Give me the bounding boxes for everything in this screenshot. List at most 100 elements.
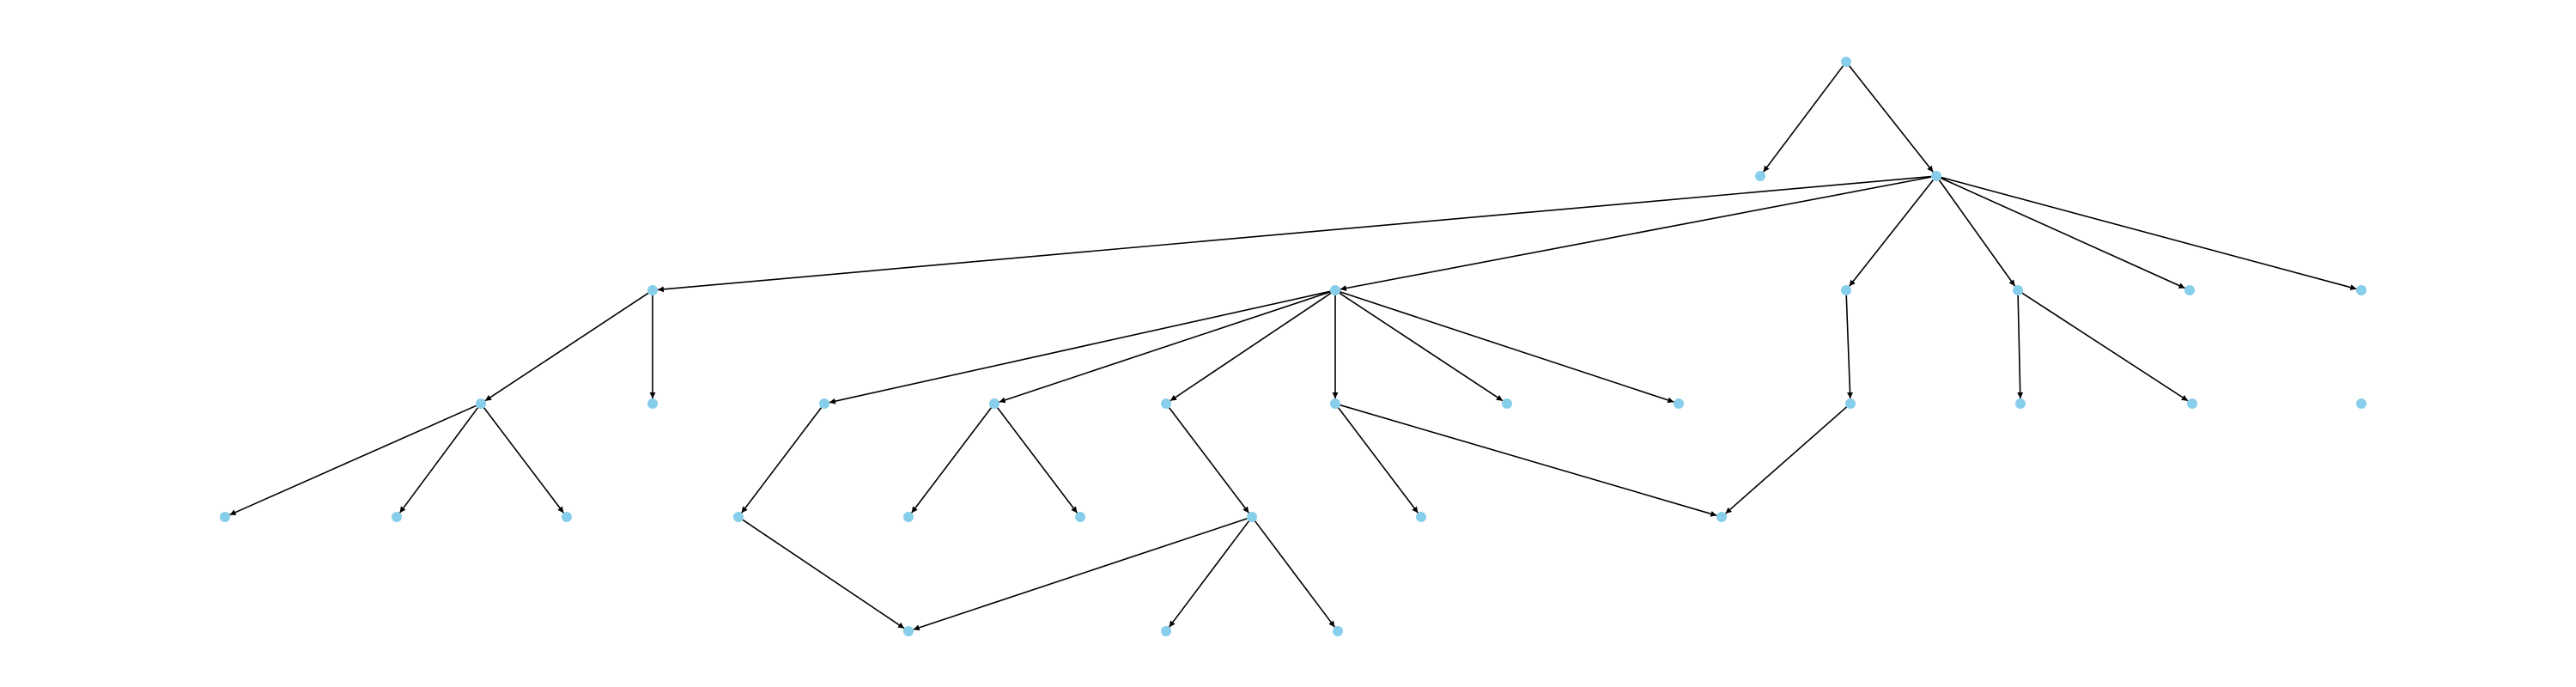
node-n32 — [1333, 626, 1343, 636]
node-n20 — [2356, 398, 2366, 409]
node-n1 — [1755, 171, 1765, 181]
edge-n6-to-n18 — [2017, 295, 2024, 399]
edge-n2-to-n3 — [657, 175, 1932, 293]
node-n5 — [1841, 285, 1851, 295]
edge-n27-to-n31 — [1168, 520, 1250, 628]
node-n6 — [2013, 285, 2023, 295]
edge-n14-to-n28 — [1337, 407, 1419, 514]
edges-layer — [229, 65, 2357, 631]
edge-n9-to-n23 — [483, 407, 565, 514]
node-n21 — [220, 512, 230, 522]
edge-n14-to-n29 — [1340, 404, 1717, 517]
node-n2 — [1931, 171, 1941, 181]
node-circle — [562, 512, 572, 522]
node-n18 — [2015, 398, 2026, 409]
node-n14 — [1330, 398, 1340, 409]
node-circle — [1330, 398, 1340, 409]
edge-n12-to-n25 — [910, 407, 993, 514]
node-n22 — [392, 512, 402, 522]
node-circle — [392, 512, 402, 522]
node-circle — [2187, 398, 2197, 409]
node-circle — [1845, 398, 1856, 409]
node-n27 — [1247, 512, 1257, 522]
node-circle — [2356, 398, 2366, 409]
edge-n6-to-n19 — [2021, 292, 2189, 402]
node-circle — [819, 398, 829, 409]
node-circle — [1247, 512, 1257, 522]
edge-n27-to-n30 — [913, 518, 1248, 631]
node-n4 — [1330, 285, 1340, 295]
edge-n4-to-n16 — [1340, 291, 1674, 404]
node-circle — [733, 512, 744, 522]
edge-n9-to-n22 — [398, 407, 479, 514]
edge-n2-to-n7 — [1941, 177, 2185, 289]
node-n8 — [2356, 285, 2366, 295]
edge-n4-to-n15 — [1339, 292, 1504, 402]
edge-root-to-n2 — [1849, 65, 1934, 173]
node-circle — [1416, 512, 1426, 522]
edge-n9-to-n21 — [229, 404, 477, 516]
node-circle — [220, 512, 230, 522]
edge-n2-to-n5 — [1849, 179, 1934, 287]
node-circle — [989, 398, 999, 409]
node-circle — [1161, 626, 1171, 636]
edge-n3-to-n9 — [484, 292, 649, 402]
node-n15 — [1502, 398, 1512, 409]
edge-n11-to-n24 — [740, 407, 823, 514]
node-circle — [1841, 285, 1851, 295]
node-circle — [1330, 285, 1340, 295]
node-root — [1841, 57, 1851, 67]
node-n10 — [647, 398, 658, 409]
edge-n4-to-n13 — [1170, 292, 1332, 402]
node-circle — [2356, 285, 2366, 295]
edge-n4-to-n12 — [999, 291, 1331, 404]
node-n16 — [1674, 398, 1684, 409]
edge-n2-to-n6 — [1938, 179, 2016, 287]
node-circle — [1931, 171, 1941, 181]
node-circle — [476, 398, 486, 409]
node-n3 — [647, 285, 658, 295]
node-circle — [1716, 512, 1727, 522]
edge-n5-to-n17 — [1845, 295, 1854, 399]
node-n7 — [2184, 285, 2195, 295]
edge-n4-to-n11 — [829, 290, 1331, 404]
edge-root-to-n1 — [1762, 65, 1844, 173]
node-circle — [1841, 57, 1851, 67]
node-circle — [2184, 285, 2195, 295]
node-circle — [1674, 398, 1684, 409]
node-n29 — [1716, 512, 1727, 522]
node-n13 — [1161, 398, 1171, 409]
edge-n2-to-n4 — [1340, 176, 1932, 292]
node-circle — [1755, 171, 1765, 181]
node-circle — [1502, 398, 1512, 409]
edge-n27-to-n32 — [1254, 520, 1336, 628]
node-circle — [647, 398, 658, 409]
node-n28 — [1416, 512, 1426, 522]
edge-n24-to-n30 — [742, 519, 905, 629]
node-n25 — [903, 512, 914, 522]
node-circle — [1161, 398, 1171, 409]
node-n26 — [1075, 512, 1085, 522]
edge-n13-to-n27 — [1168, 407, 1250, 514]
node-n11 — [819, 398, 829, 409]
node-circle — [2015, 398, 2026, 409]
node-circle — [1333, 626, 1343, 636]
edge-n12-to-n26 — [996, 407, 1078, 514]
node-n19 — [2187, 398, 2197, 409]
node-n12 — [989, 398, 999, 409]
node-circle — [647, 285, 658, 295]
node-n17 — [1845, 398, 1856, 409]
node-n23 — [562, 512, 572, 522]
node-n31 — [1161, 626, 1171, 636]
node-n9 — [476, 398, 486, 409]
node-circle — [903, 512, 914, 522]
edge-n17-to-n29 — [1724, 406, 1848, 514]
node-n24 — [733, 512, 744, 522]
node-circle — [2013, 285, 2023, 295]
node-circle — [903, 626, 914, 636]
node-circle — [1075, 512, 1085, 522]
nodes-layer — [220, 57, 2366, 636]
node-n30 — [903, 626, 914, 636]
edge-n2-to-n8 — [1941, 176, 2357, 291]
